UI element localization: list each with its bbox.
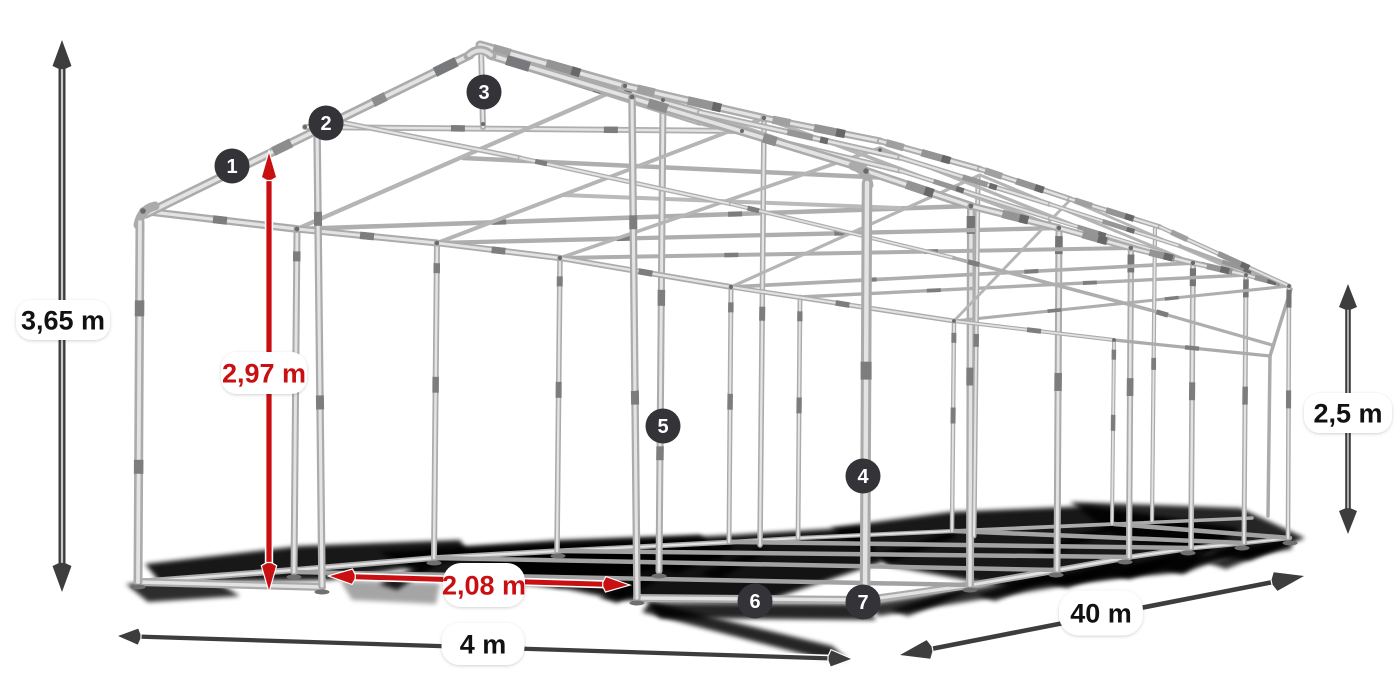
svg-text:4 m: 4 m <box>460 629 507 659</box>
svg-text:2,08 m: 2,08 m <box>442 570 526 600</box>
svg-text:2: 2 <box>320 113 331 135</box>
svg-text:40 m: 40 m <box>1070 598 1132 628</box>
svg-text:3,65 m: 3,65 m <box>21 305 105 335</box>
svg-text:2,5 m: 2,5 m <box>1313 398 1382 428</box>
svg-text:1: 1 <box>226 156 237 178</box>
svg-text:2,97 m: 2,97 m <box>222 358 306 388</box>
svg-text:7: 7 <box>857 592 868 614</box>
svg-text:6: 6 <box>749 591 760 613</box>
svg-text:5: 5 <box>657 416 668 438</box>
svg-text:3: 3 <box>478 82 489 104</box>
svg-text:4: 4 <box>857 466 869 488</box>
